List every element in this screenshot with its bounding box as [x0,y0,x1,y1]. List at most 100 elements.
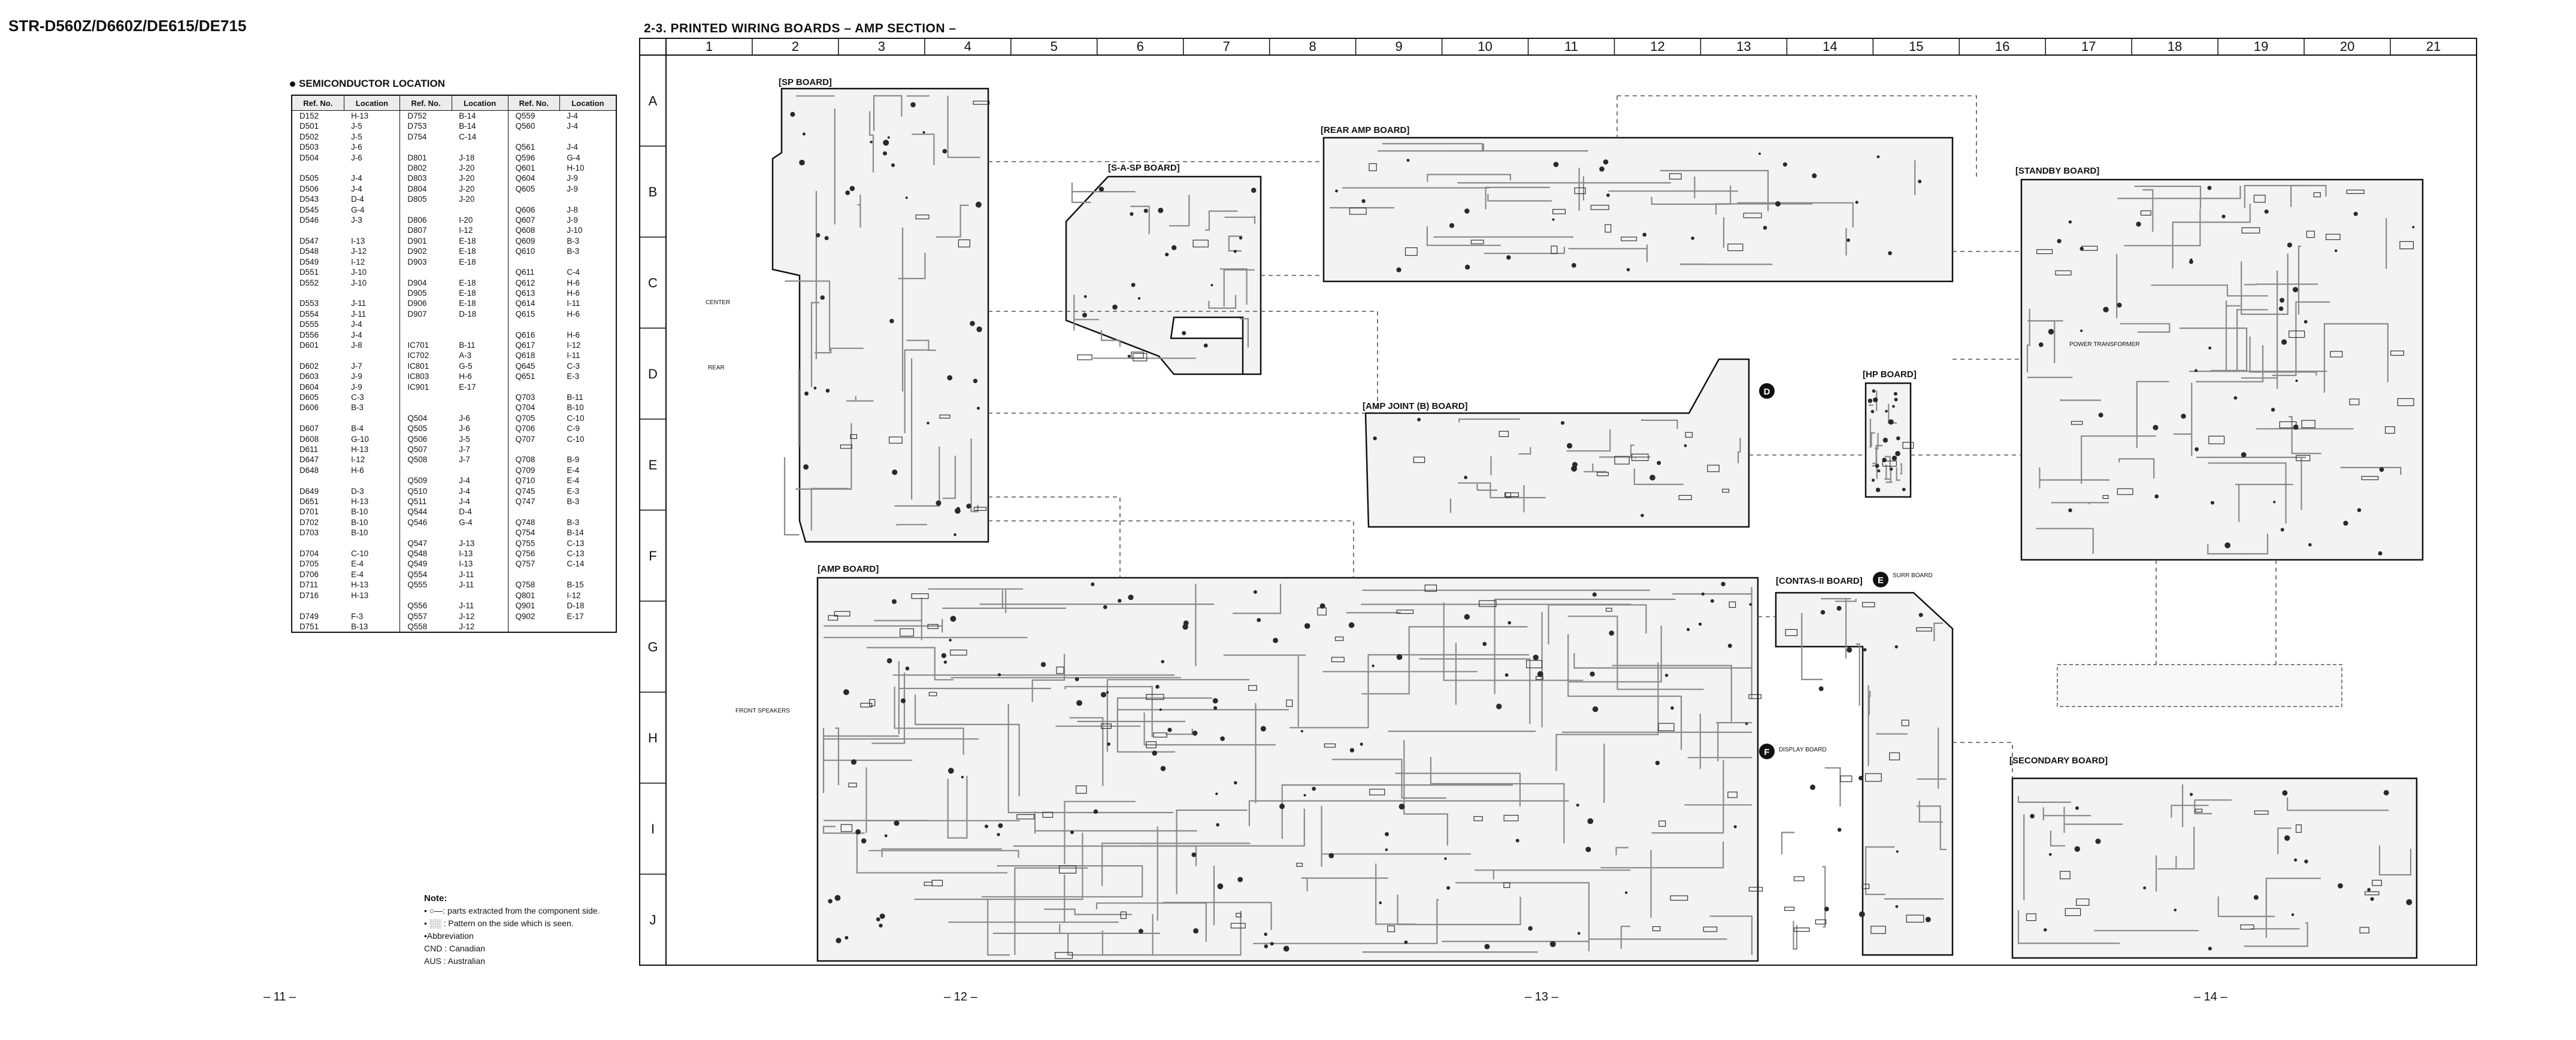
table-cell: Q613 [515,288,535,298]
table-cell: Q608 [515,226,535,235]
pcb-trace [1163,902,1272,930]
solder-pad [2190,258,2193,262]
table-cell: J-10 [344,267,401,278]
pcb-trace [2340,466,2402,475]
solder-pad [1592,706,1599,712]
table-cell: Q509 [407,476,428,486]
component-outline [1236,912,1242,918]
table-cell: J-10 [567,226,583,235]
component-outline [1621,236,1637,241]
solder-pad [1552,218,1555,221]
solder-pad [824,236,829,241]
page-number: – 12 – [944,990,977,1003]
component-outline [848,783,857,788]
pcb-trace [866,647,954,681]
pcb-trace [1612,665,1732,722]
table-cell: J-20 [452,173,508,184]
table-cell: B-10 [567,403,584,413]
table-cell: J-4 [344,329,401,340]
solder-pad [1319,603,1325,609]
table-cell: D711 [299,580,319,590]
component-outline [1552,209,1566,214]
table-cell: Q705 [515,413,535,423]
semiconductor-location-title: SEMICONDUCTOR LOCATION [290,78,445,90]
component-outline [1042,811,1054,818]
grid-column-label: 6 [1137,39,1144,54]
solder-pad [1159,708,1162,711]
solder-pad [2074,846,2080,852]
pcb-traces [1781,598,1947,950]
grid-row-label: F [649,548,656,563]
pcb-trace [1204,210,1238,231]
table-cell: J-9 [567,184,578,193]
table-cell: H-13 [344,590,401,601]
component-outline [1703,926,1718,932]
solder-pad [1138,929,1143,934]
solder-pad [1215,792,1218,796]
amp-board-label: [AMP BOARD] [818,564,879,574]
component-outline [2296,824,2302,833]
component-outline [931,880,943,887]
component-outline [1658,723,1675,732]
table-cell: C-10 [344,548,401,559]
component-outline [1153,732,1167,738]
solder-pad [1216,823,1219,827]
component-outline [1631,453,1649,462]
solder-pad [1567,442,1573,449]
pcb-trace [2241,253,2289,315]
grid-column-label: 9 [1395,39,1402,54]
component-outline [1331,657,1345,663]
table-cell: I-20 [452,215,508,226]
solder-pad [2098,413,2103,418]
solder-pad [2308,543,2312,547]
pcb-trace [2134,186,2202,209]
solder-pad [1859,911,1865,917]
table-cell [344,225,401,236]
front-speakers-label: FRONT SPEAKERS [735,708,790,714]
pcb-trace [1116,697,1212,753]
pcb-trace [1106,679,1250,752]
pcb-trace [1568,244,1648,262]
pcb-trace [1013,845,1197,866]
component-outline [2195,808,2203,813]
pcb-trace [785,280,831,351]
table-cell [452,590,508,601]
table-cell: I-11 [567,351,580,360]
table-cell: Q510 [407,486,428,496]
table-cell: D602 [299,361,319,371]
solder-pad [1396,654,1403,660]
solder-pad [2048,853,2052,856]
table-cell: J-4 [344,319,401,330]
table-cell: H-6 [567,288,580,298]
table-cell: A-3 [452,350,508,361]
solder-pad [1515,839,1519,842]
component-outline [915,214,930,220]
solder-pad [2211,501,2214,505]
solder-pad [2343,520,2348,526]
solder-pad [922,131,925,134]
table-cell: D549 [299,257,319,266]
contas-board-label: [CONTAS-II BOARD] [1776,576,1863,586]
component-outline [1369,163,1377,171]
table-cell: Q559 [515,111,535,120]
component-outline [2326,234,2341,240]
pcb-trace [1737,438,1741,463]
solder-pad [2357,508,2362,513]
pcb-trace [1455,882,1590,951]
solder-pad [1625,891,1628,895]
solder-pad [1727,644,1732,648]
solder-pad [1812,173,1817,178]
solder-pad [2294,858,2297,862]
pcb-trace [942,456,956,499]
grid-row-label: B [649,184,658,199]
solder-pad [884,834,888,838]
component-outline [1678,495,1692,501]
solder-pad [1304,623,1310,629]
table-cell [452,402,508,413]
